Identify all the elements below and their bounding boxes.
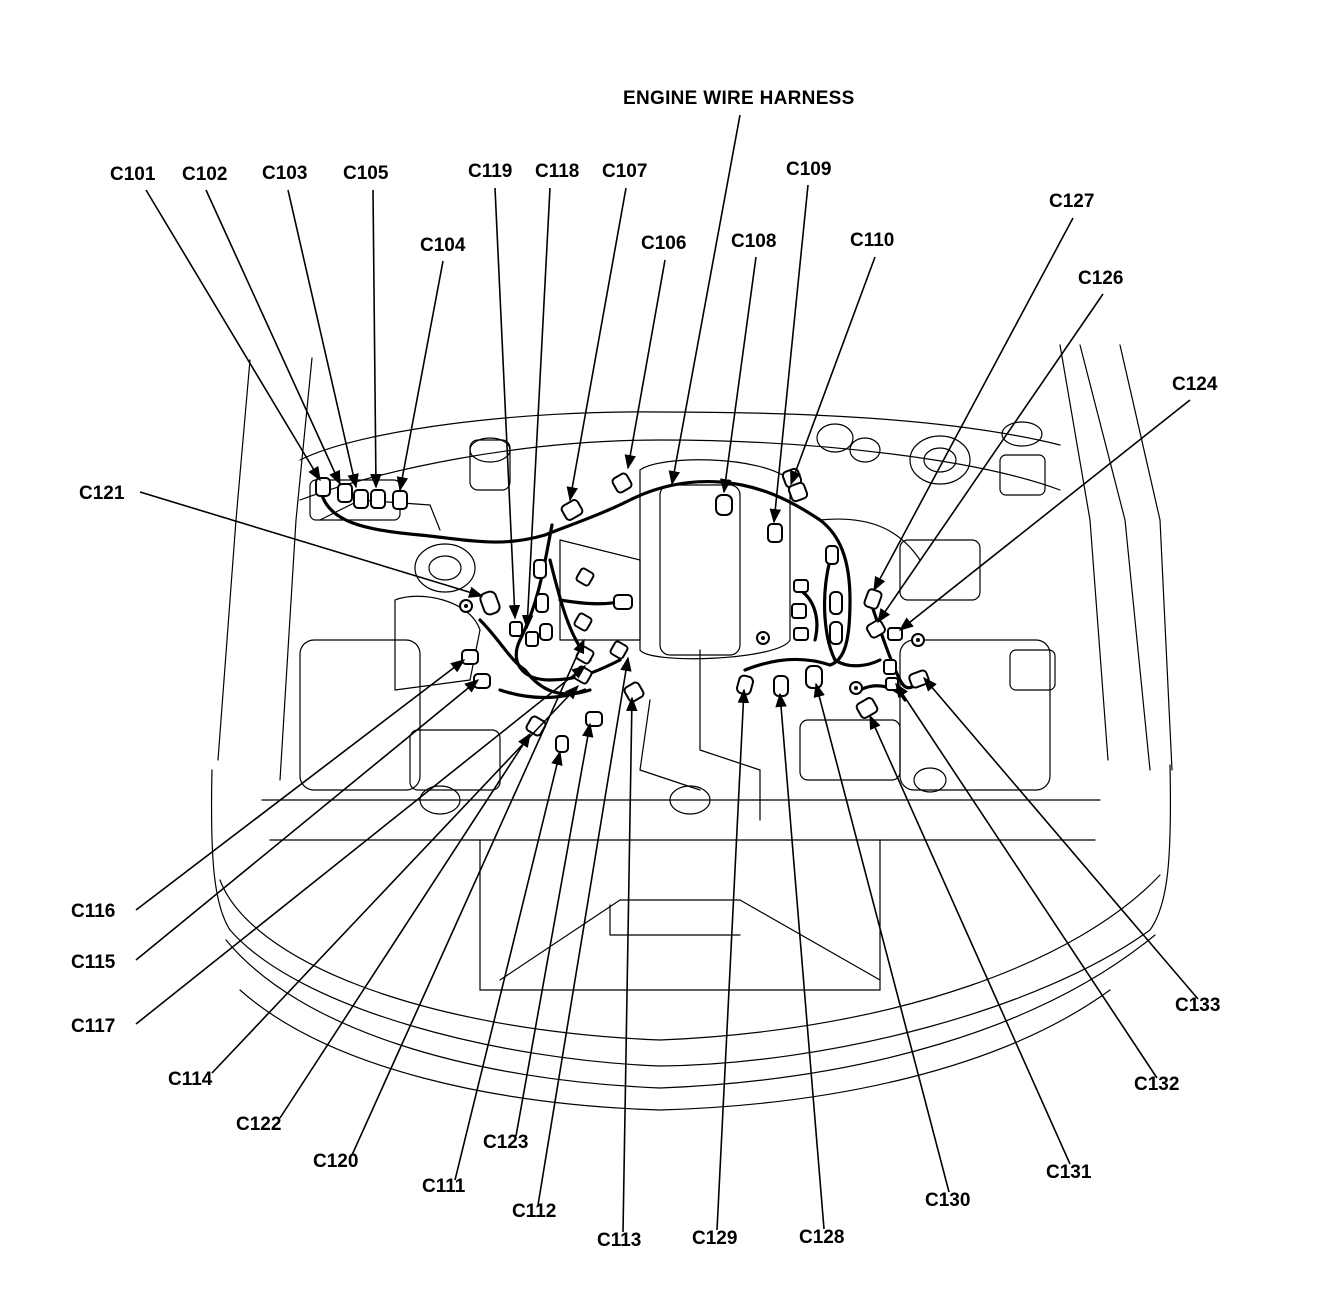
- leader-line-c119: [494, 187, 521, 620]
- label-c116: C116: [71, 901, 115, 922]
- leader-line-c131: [869, 714, 1071, 1165]
- label-c104: C104: [420, 235, 466, 256]
- label-c127: C127: [1049, 191, 1094, 212]
- leader-line-c118: [521, 187, 551, 630]
- label-c109: C109: [786, 159, 831, 180]
- leader-line-c106: [624, 259, 666, 470]
- label-c117: C117: [71, 1016, 115, 1037]
- label-c126: C126: [1078, 268, 1123, 289]
- leader-line-c110: [790, 256, 876, 486]
- leader-line-c113: [622, 696, 638, 1233]
- leader-line-c117: [135, 665, 587, 1025]
- label-c113: C113: [597, 1230, 641, 1251]
- leader-line-c104: [396, 260, 444, 492]
- leader-line-c123: [515, 722, 594, 1137]
- leader-line-c102: [205, 189, 341, 486]
- diagram-title: ENGINE WIRE HARNESS: [623, 88, 855, 109]
- leader-lines: [135, 114, 1199, 1233]
- label-c111: C111: [422, 1176, 466, 1197]
- label-c119: C119: [468, 161, 512, 182]
- leader-line-c107: [566, 187, 627, 502]
- leader-line-c108: [720, 256, 757, 494]
- leader-line-c124: [898, 399, 1191, 631]
- leader-line-c128: [775, 692, 825, 1230]
- label-c110: C110: [850, 230, 894, 251]
- leader-line-c111: [454, 750, 563, 1181]
- label-c114: C114: [168, 1069, 213, 1090]
- leader-line-c127: [873, 217, 1074, 592]
- label-c103: C103: [262, 163, 307, 184]
- connector-bodies: [315, 467, 930, 753]
- label-c129: C129: [692, 1228, 737, 1249]
- label-c132: C132: [1134, 1074, 1179, 1095]
- harness-wires: [320, 480, 922, 702]
- label-c101: C101: [110, 164, 156, 185]
- leader-line-c122: [279, 732, 531, 1119]
- leader-line-c126: [877, 293, 1104, 624]
- label-c107: C107: [602, 161, 647, 182]
- label-c112: C112: [512, 1201, 556, 1222]
- engine-bay-outline: [210, 344, 1173, 1111]
- label-c123: C123: [483, 1132, 528, 1153]
- leader-line-c114: [211, 684, 579, 1074]
- leader-line-c116: [135, 659, 466, 911]
- label-c115: C115: [71, 952, 116, 973]
- label-c105: C105: [343, 163, 389, 184]
- label-c108: C108: [731, 231, 776, 252]
- label-c121: C121: [79, 483, 125, 504]
- leader-line-c130: [813, 682, 950, 1193]
- label-c131: C131: [1046, 1162, 1092, 1183]
- leader-line-c105: [370, 189, 382, 489]
- leader-line-c120: [351, 638, 585, 1156]
- leader-line-c129: [716, 688, 750, 1231]
- leader-line-title: [668, 114, 741, 486]
- leader-line-c109: [769, 184, 809, 524]
- leader-line-c103: [287, 189, 359, 489]
- leader-line-c112: [537, 656, 632, 1206]
- label-c106: C106: [641, 233, 686, 254]
- label-c122: C122: [236, 1114, 281, 1135]
- label-c130: C130: [925, 1190, 970, 1211]
- leader-line-c115: [135, 679, 480, 961]
- label-c124: C124: [1172, 374, 1218, 395]
- leader-line-c133: [923, 676, 1199, 1000]
- connector-labels: C101 C102 C103 C105 C104 C119 C118 C107 …: [71, 159, 1220, 1251]
- label-c133: C133: [1175, 995, 1220, 1016]
- label-c102: C102: [182, 164, 227, 185]
- label-c120: C120: [313, 1151, 358, 1172]
- label-c118: C118: [535, 161, 579, 182]
- leader-line-c121: [139, 491, 484, 598]
- leader-line-c101: [145, 189, 321, 482]
- label-c128: C128: [799, 1227, 844, 1248]
- leader-line-c132: [895, 682, 1158, 1079]
